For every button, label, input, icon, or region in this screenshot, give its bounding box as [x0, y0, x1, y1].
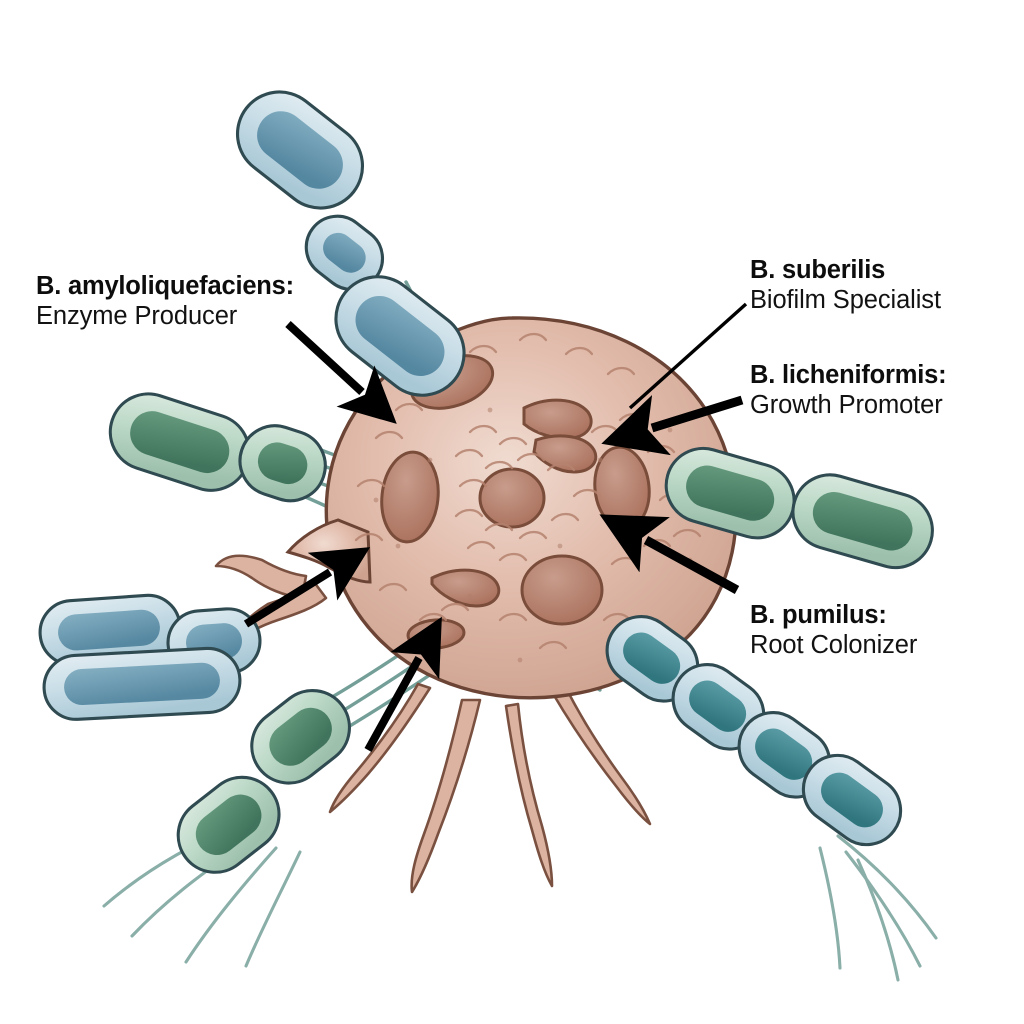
- species-name-pumilus: B. pumilus:: [750, 601, 887, 629]
- species-role-amyloliquefaciens: Enzyme Producer: [36, 301, 238, 330]
- species-name-amyloliquefaciens: B. amyloliquefaciens:: [36, 272, 294, 300]
- species-role-pumilus: Root Colonizer: [750, 630, 918, 659]
- rod-cluster-lower-left-green: [176, 689, 351, 874]
- species-name-subtilis: B. suberilis: [750, 256, 886, 284]
- leader-suberilis: [628, 302, 748, 410]
- leader-pumilus: [599, 514, 740, 594]
- leader-amyloliquefaciens: [285, 321, 397, 424]
- species-role-subtilis: Biofilm Specialist: [750, 285, 941, 314]
- label-licheniformis: B. licheniformis: Growth Promoter: [750, 361, 947, 421]
- rod-cluster-right-green: [664, 446, 934, 570]
- leader-cell-base: [364, 616, 442, 752]
- rod-cluster-left-green: [108, 392, 327, 503]
- rod-cluster-lower-right-teal: [605, 615, 903, 847]
- rod-cluster-free-blue-pair: [38, 593, 262, 721]
- leader-licheniformis: [601, 394, 744, 456]
- leader-root-hair: [243, 547, 371, 628]
- species-role-licheniformis: Growth Promoter: [750, 390, 943, 419]
- rod-cluster-upper-blue: [235, 90, 466, 397]
- species-name-licheniformis: B. licheniformis:: [750, 361, 947, 389]
- label-connectors: [243, 302, 748, 752]
- label-subtilis: B. suberilis Biofilm Specialist: [750, 256, 941, 316]
- central-root-cell: [214, 316, 738, 894]
- label-pumilus: B. pumilus: Root Colonizer: [750, 601, 917, 661]
- label-amyloliquefaciens: B. amyloliquefaciens: Enzyme Producer: [36, 272, 294, 332]
